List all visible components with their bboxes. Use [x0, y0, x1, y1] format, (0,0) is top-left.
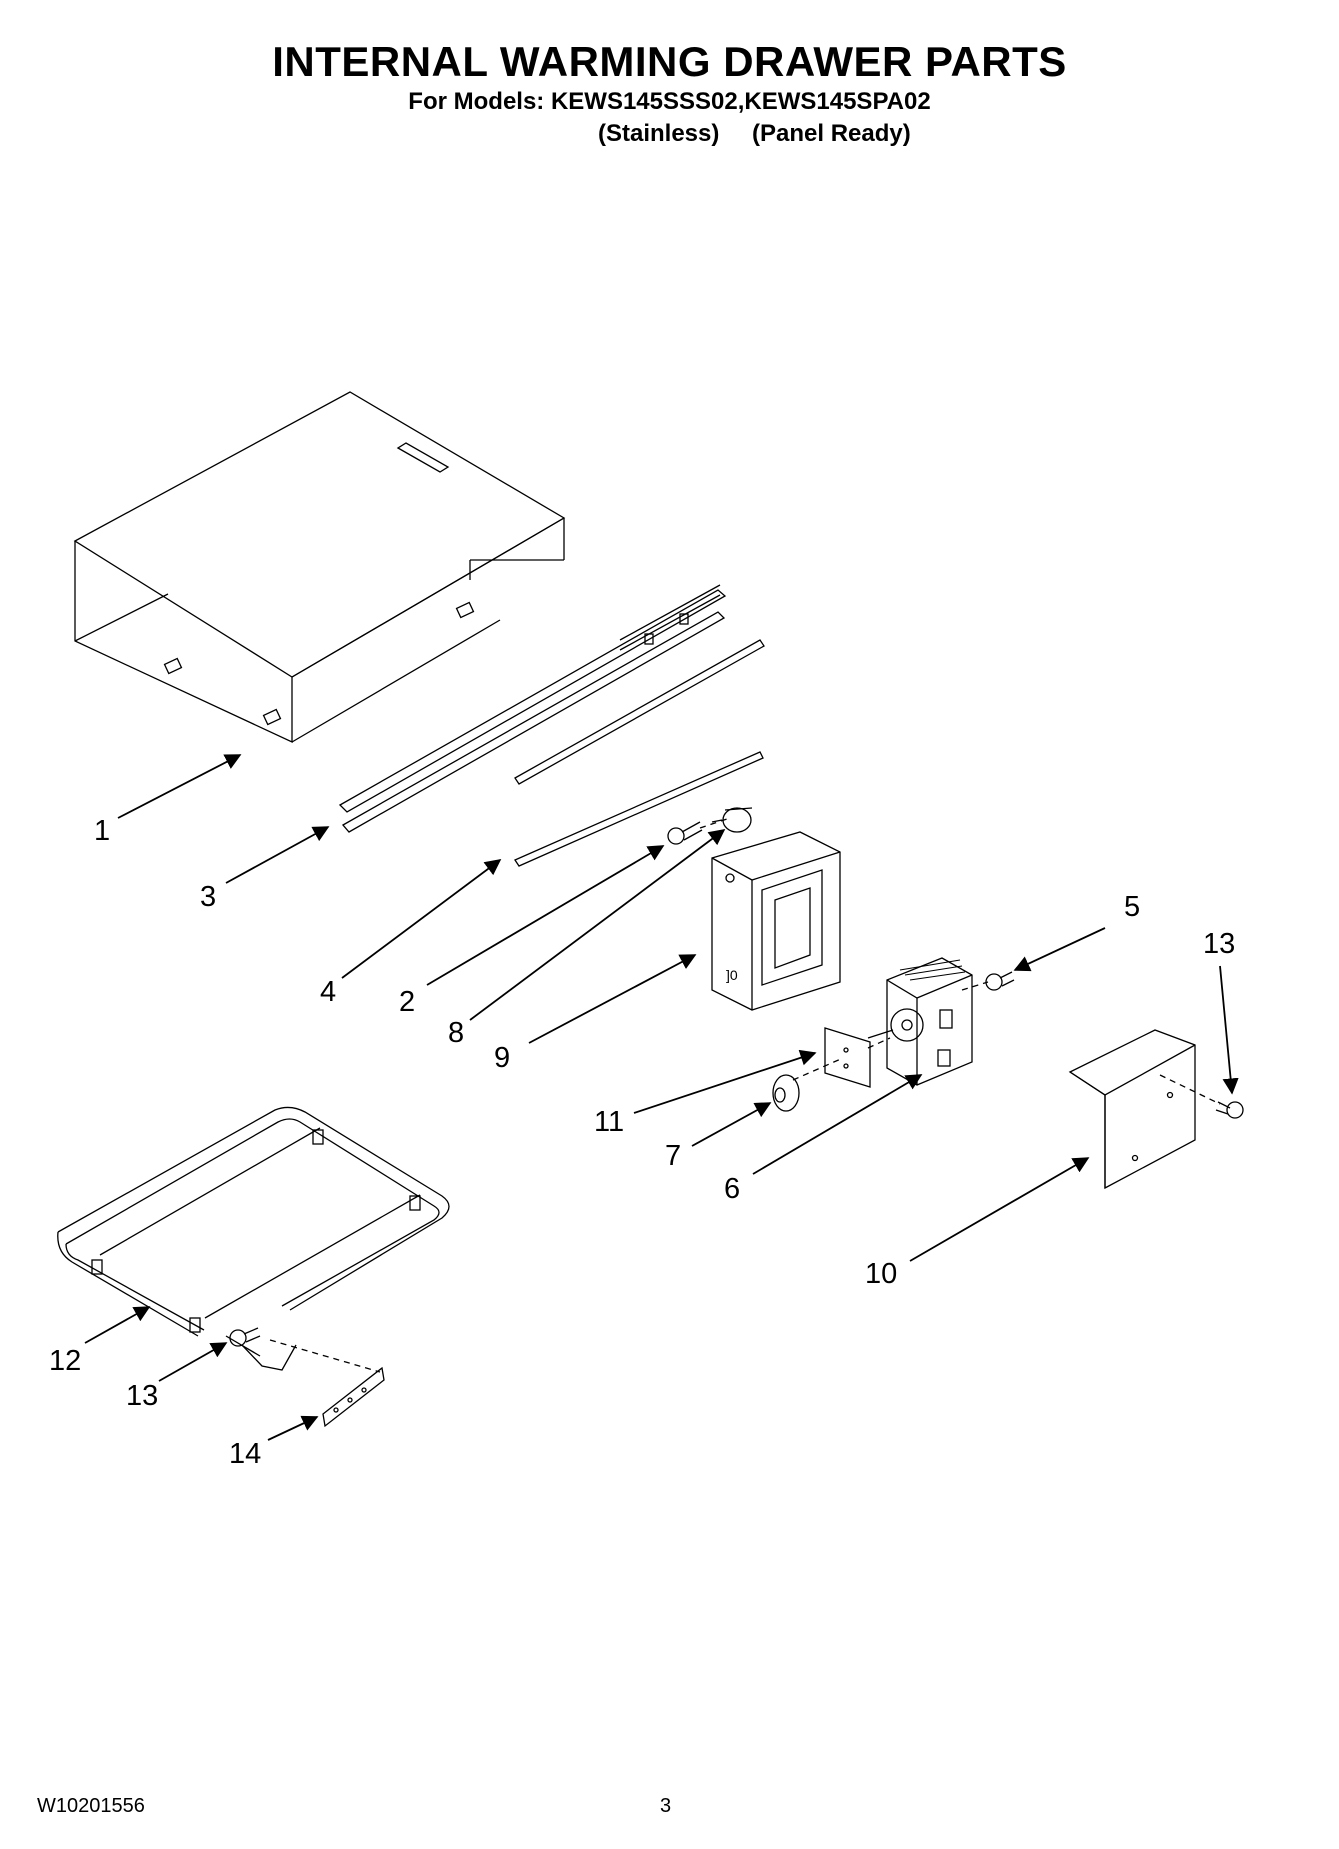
- page-number: 3: [660, 1795, 672, 1817]
- svg-text:]0: ]0: [726, 967, 738, 983]
- callout-7: 7: [665, 1140, 681, 1172]
- part-4-rail-strips: [514, 639, 765, 867]
- variant-stainless: (Stainless): [598, 120, 720, 147]
- callout-10: 10: [865, 1258, 897, 1290]
- part-13-screw-left: [229, 1327, 261, 1347]
- assembly-dashed-lines: [269, 817, 1221, 1373]
- callout-9: 9: [494, 1042, 510, 1074]
- part-1-drawer-liner: [73, 391, 566, 744]
- document-number: W10201556: [37, 1795, 145, 1817]
- page-title: INTERNAL WARMING DRAWER PARTS: [272, 38, 1067, 85]
- callout-2: 2: [399, 986, 415, 1018]
- callout-13-right: 13: [1203, 928, 1235, 960]
- callout-arrows: [84, 754, 1239, 1441]
- part-3-slide-rails: [338, 584, 727, 833]
- callout-13-left: 13: [126, 1380, 158, 1412]
- models-line: For Models: KEWS145SSS02,KEWS145SPA02: [408, 88, 931, 115]
- part-8-thermostat: [711, 807, 753, 833]
- part-9-control-bracket: ]0: [711, 831, 841, 1011]
- part-2-screw: [667, 821, 703, 845]
- callout-11: 11: [594, 1106, 624, 1138]
- callout-4: 4: [320, 976, 336, 1008]
- callout-12: 12: [49, 1345, 81, 1377]
- part-7-knob: [772, 1074, 800, 1112]
- callout-3: 3: [200, 881, 216, 913]
- part-13-screw-right: [1215, 1101, 1244, 1119]
- callout-1: 1: [94, 815, 110, 847]
- part-12-heating-element: [57, 1106, 450, 1371]
- callout-labels: 1 3 4 2 8 9 5 13 11 7 6 10 12 13 14: [49, 815, 1235, 1470]
- part-10-cover: [1068, 1029, 1196, 1190]
- variant-panel-ready: (Panel Ready): [752, 120, 911, 147]
- part-11-switch-plate: [824, 1027, 871, 1088]
- callout-8: 8: [448, 1017, 464, 1049]
- callout-6: 6: [724, 1173, 740, 1205]
- callout-5: 5: [1124, 891, 1140, 923]
- callout-14: 14: [229, 1438, 261, 1470]
- part-5-screw: [985, 971, 1015, 991]
- part-6-selector-switch: [867, 957, 973, 1086]
- part-14-terminal-block: [322, 1366, 385, 1428]
